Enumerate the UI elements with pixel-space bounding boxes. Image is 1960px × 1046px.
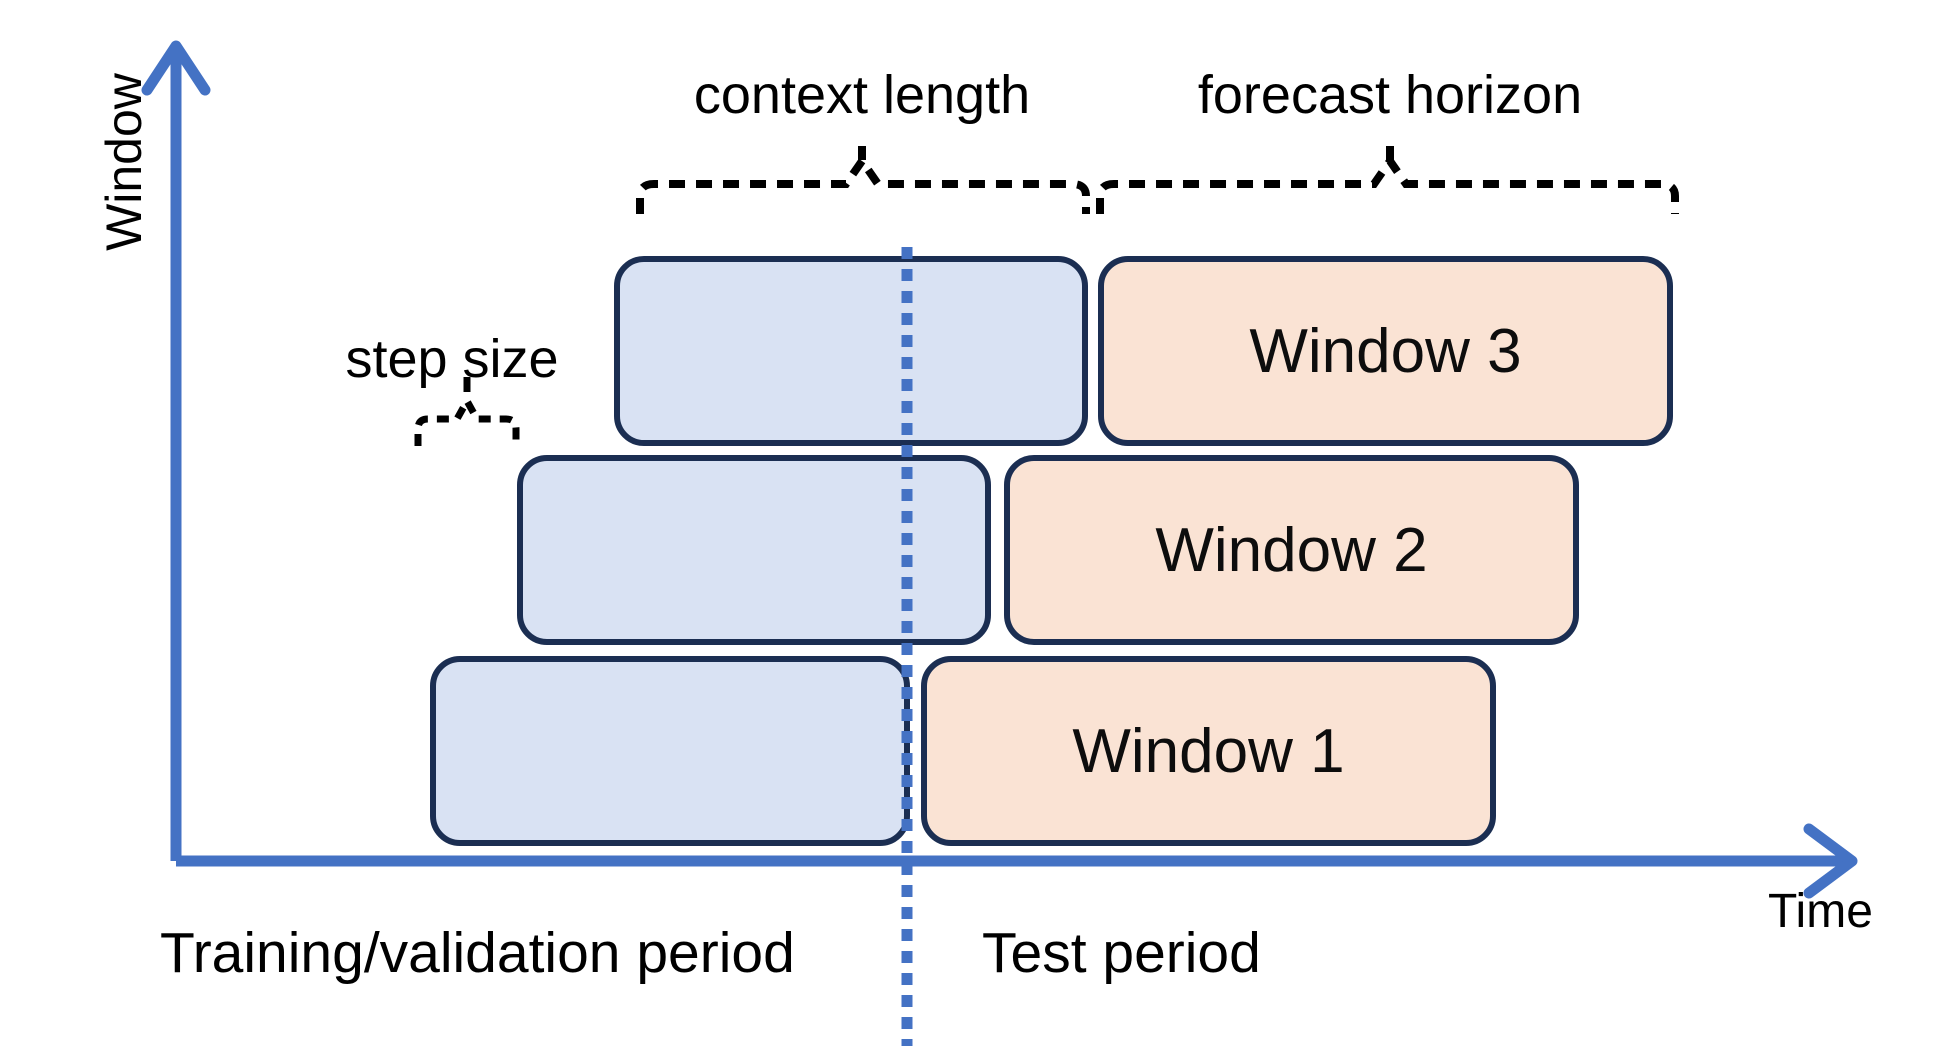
forecast-horizon-label: forecast horizon (1197, 65, 1583, 125)
window-1-forecast-box: Window 1 (921, 656, 1496, 846)
window-2-forecast-box: Window 2 (1004, 455, 1579, 645)
step-size-label: step size (345, 329, 559, 389)
y-axis-title: Window (96, 73, 152, 251)
window-3-context-box (614, 256, 1088, 446)
x-axis-title: Time (1768, 885, 1873, 938)
test-period-label: Test period (982, 921, 1261, 985)
window-3-label: Window 3 (1249, 316, 1522, 386)
window-2-context-box (517, 455, 991, 645)
window-3-forecast-box: Window 3 (1098, 256, 1673, 446)
context-length-label: context length (693, 65, 1031, 125)
forecast-horizon-brace (1096, 153, 1679, 214)
window-2-label: Window 2 (1155, 515, 1428, 585)
y-axis-arrowhead-icon (141, 40, 211, 96)
step-size-brace (414, 393, 520, 446)
window-1-context-box (430, 656, 910, 846)
context-length-brace (636, 153, 1090, 214)
training-period-label: Training/validation period (160, 921, 795, 985)
window-1-label: Window 1 (1072, 716, 1345, 786)
